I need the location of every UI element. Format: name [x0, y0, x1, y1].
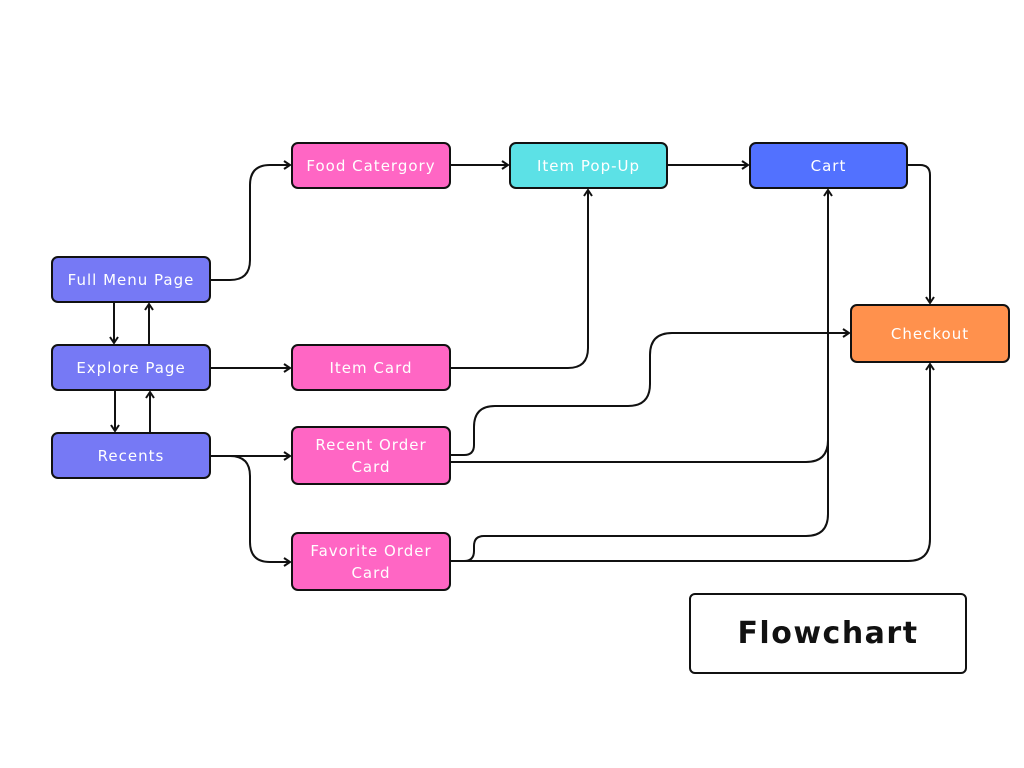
- node-favorite-order-card[interactable]: Favorite Order Card: [291, 532, 451, 591]
- edge-favorite-order-card-to-cart: [451, 188, 833, 562]
- node-item-card[interactable]: Item Card: [291, 344, 451, 391]
- flowchart-title: Flowchart: [689, 593, 967, 674]
- node-cart[interactable]: Cart: [749, 142, 908, 189]
- node-recents[interactable]: Recents: [51, 432, 211, 479]
- node-full-menu-page[interactable]: Full Menu Page: [51, 256, 211, 303]
- edge-favorite-order-card-to-checkout: [451, 362, 935, 562]
- edge-recents-to-favorite-order-card: [211, 455, 292, 567]
- edge-full-menu-to-food-category: [211, 160, 292, 281]
- edge-cart-to-checkout: [908, 164, 935, 305]
- node-food-category[interactable]: Food Catergory: [291, 142, 451, 189]
- node-checkout[interactable]: Checkout: [850, 304, 1010, 363]
- node-recent-order-card[interactable]: Recent Order Card: [291, 426, 451, 485]
- edge-recent-order-card-to-checkout: [451, 328, 851, 456]
- node-item-popup[interactable]: Item Pop-Up: [509, 142, 668, 189]
- edge-recent-order-card-to-cart: [451, 439, 829, 463]
- node-explore-page[interactable]: Explore Page: [51, 344, 211, 391]
- edge-item-card-to-item-popup: [451, 188, 593, 369]
